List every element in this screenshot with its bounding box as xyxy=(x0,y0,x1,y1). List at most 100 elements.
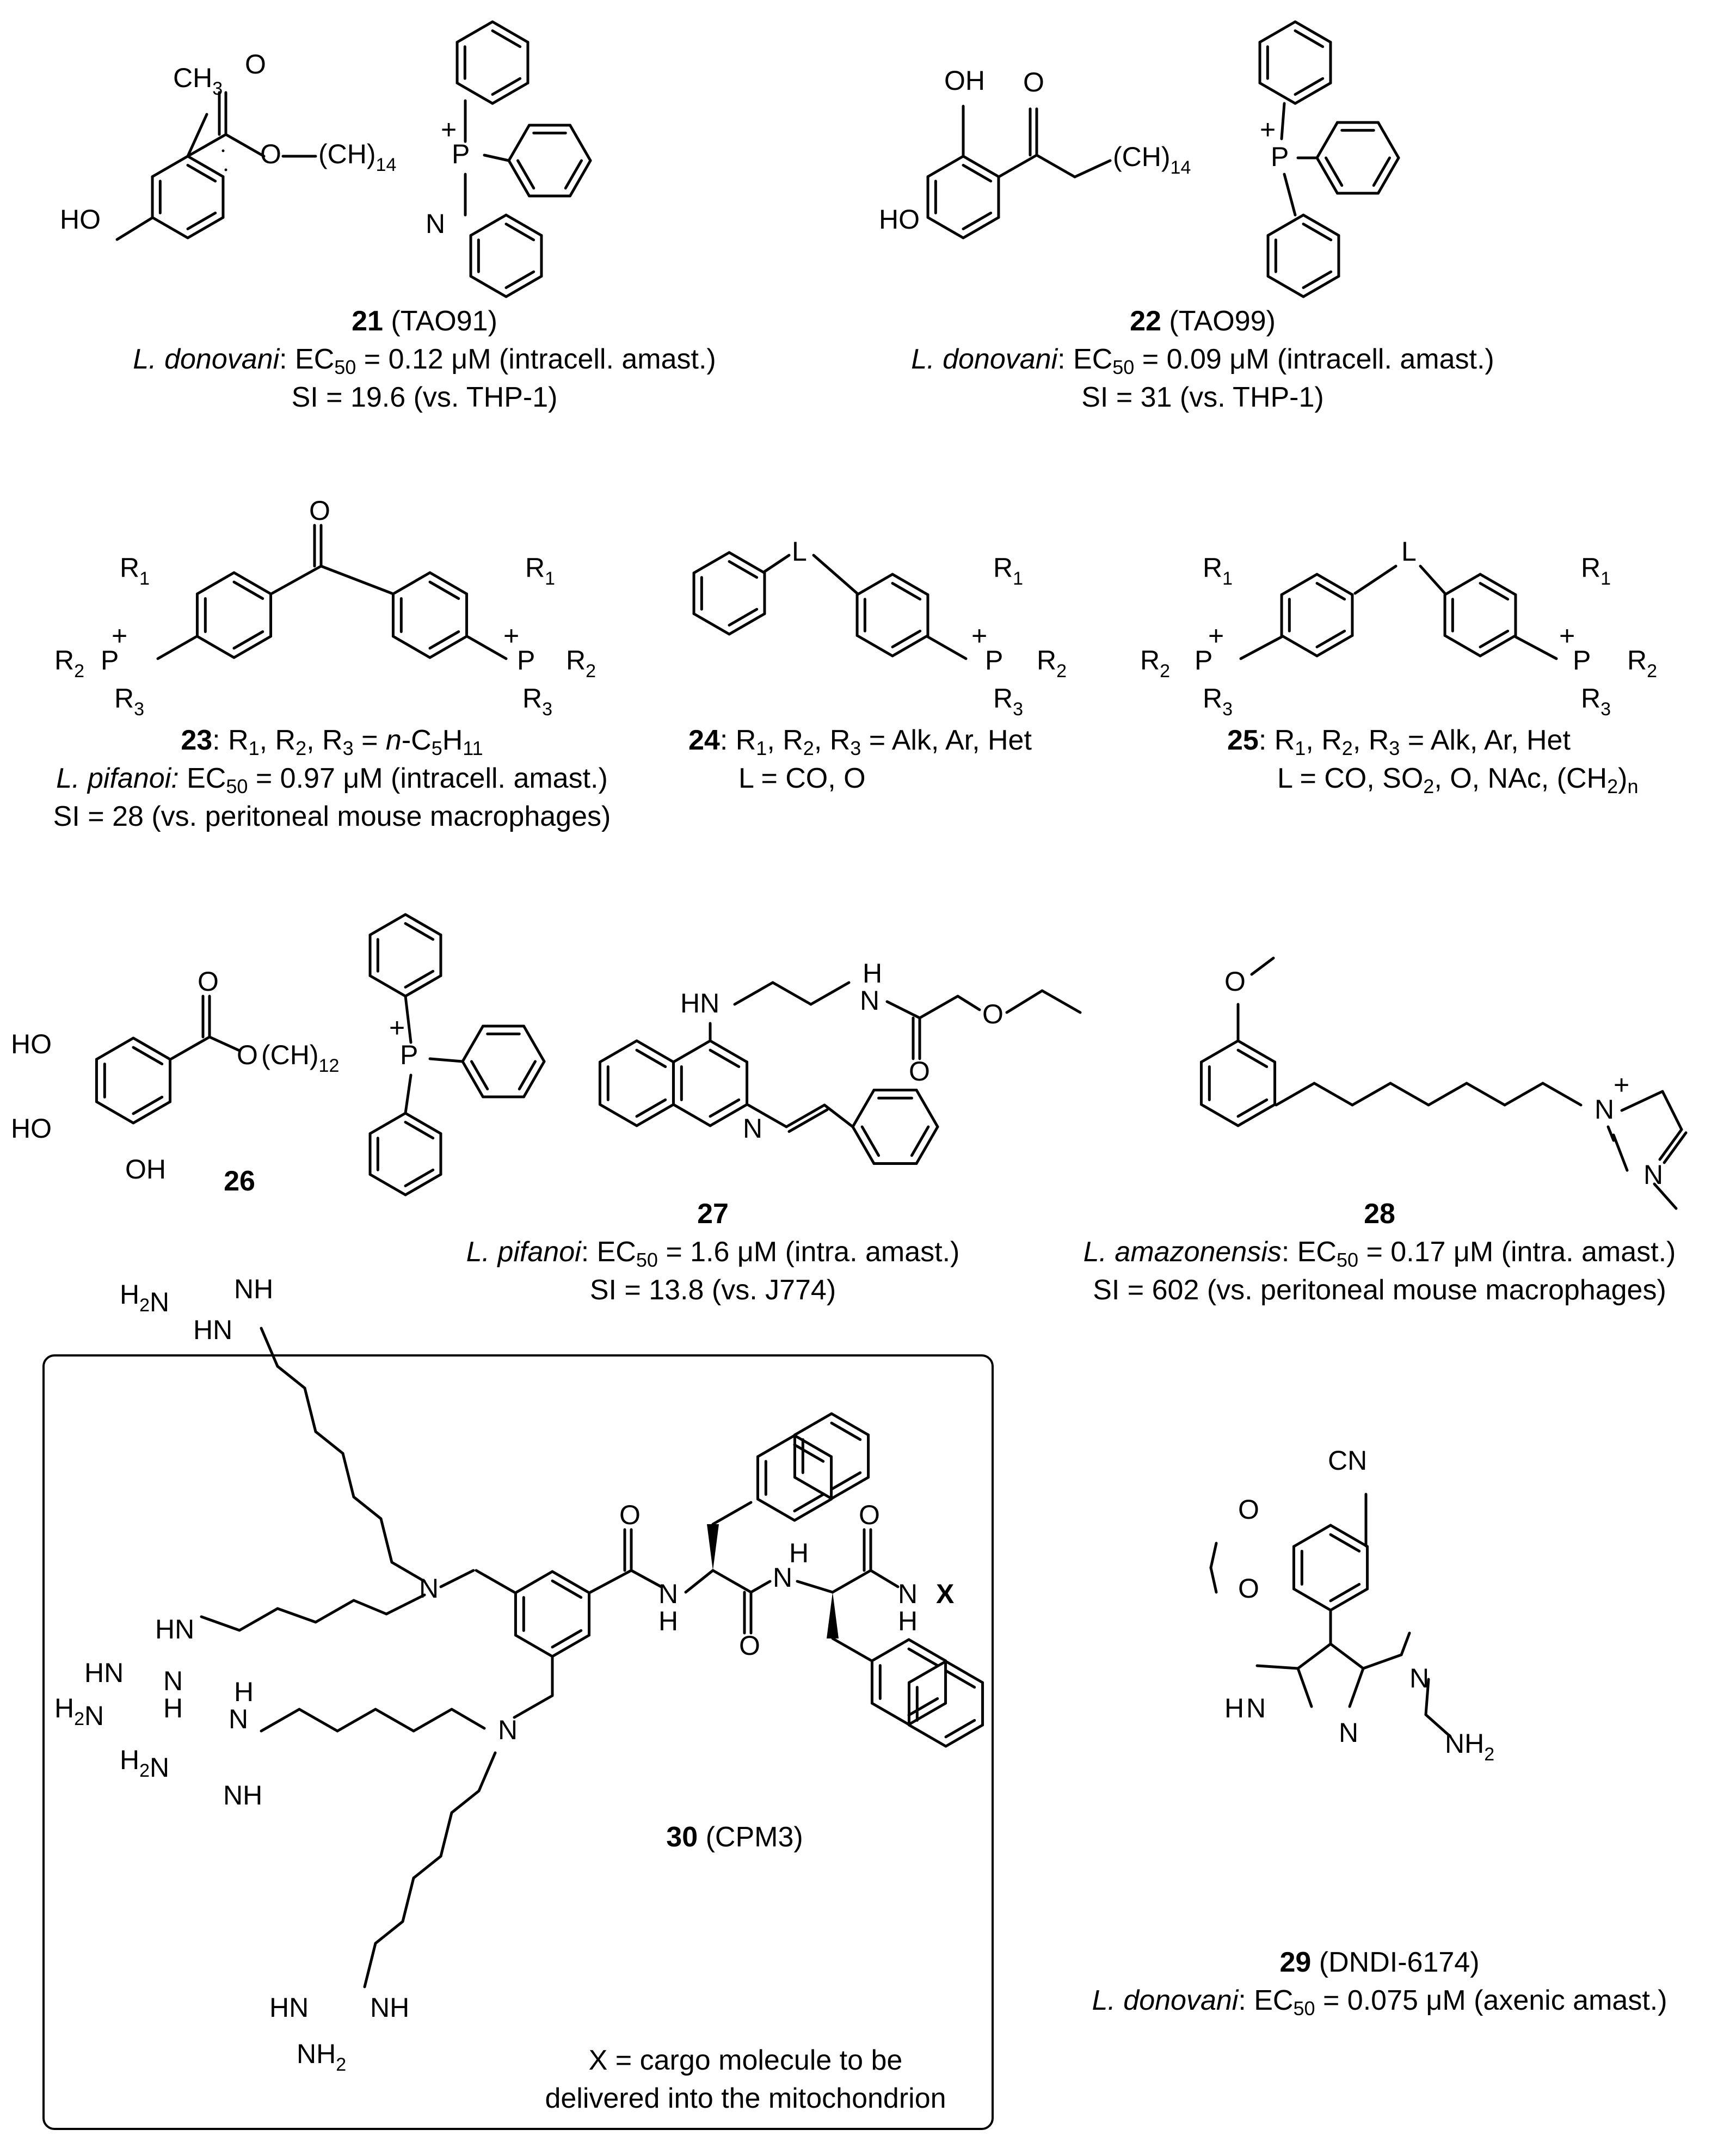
naphthyl-ring xyxy=(944,1723,984,1748)
phenyl-ring xyxy=(404,974,442,998)
bond xyxy=(1255,1664,1300,1670)
ester-oxygen-label: O xyxy=(260,139,281,169)
hexyl-chain-bond xyxy=(374,1920,404,1945)
guanidine-label: H2N xyxy=(54,1693,104,1731)
aryl-ring xyxy=(232,635,273,659)
phenyl-ring xyxy=(455,20,494,44)
hexyl-chain-bond xyxy=(276,1607,317,1624)
cargo-note-line2: delivered into the mitochondrion xyxy=(545,2083,946,2114)
phenyl-ring xyxy=(368,913,407,936)
pyridyl-ring xyxy=(469,275,508,298)
hexyl-chain-bond xyxy=(276,1365,306,1390)
quinoline-ring xyxy=(672,1039,712,1064)
amide-n-label: N xyxy=(773,1562,792,1593)
bond xyxy=(170,1035,211,1060)
caption-24: 24: R1, R2, R3 = Alk, Ar, Het L = CO, O xyxy=(688,721,1032,797)
quinoline-ring xyxy=(709,1048,741,1069)
caption-29-title: 29 (DNDI-6174) xyxy=(1279,1947,1480,1978)
r1-label: R1 xyxy=(993,553,1023,589)
phosphonium-label: P xyxy=(400,1040,418,1070)
bond xyxy=(1419,564,1446,595)
quinoline-ring xyxy=(598,1039,638,1064)
hexyl-chain-bond xyxy=(390,1561,426,1583)
charge-label: + xyxy=(441,114,457,145)
naphthyl-ring xyxy=(793,1493,825,1513)
benzodioxole-ring xyxy=(1292,1587,1332,1612)
phenyl-ring xyxy=(455,82,494,105)
aryl-ring xyxy=(891,629,922,648)
phenyl-ring xyxy=(569,159,592,198)
phenyl-ring xyxy=(522,1060,546,1098)
phosphonium-label: P xyxy=(1573,645,1591,676)
carbonyl-oxygen-label: O xyxy=(859,1500,880,1530)
phenyl-ring xyxy=(1258,20,1297,44)
caption-22-title: 22 (TAO99) xyxy=(1130,305,1276,337)
phenyl-ring xyxy=(368,1112,407,1135)
phenyl-ring xyxy=(507,159,531,198)
bond xyxy=(926,635,968,660)
bond xyxy=(1620,1090,1664,1112)
octyl-chain-bond xyxy=(1541,1082,1583,1107)
bond xyxy=(1209,1566,1218,1594)
bond xyxy=(1348,1667,1365,1708)
anisole-ring xyxy=(1236,1048,1269,1069)
hexyl-chain-bond xyxy=(341,1452,355,1499)
naphthyl-ring xyxy=(756,1434,796,1458)
guanidine-label: NH2 xyxy=(297,2039,346,2075)
phenyl-ring xyxy=(1294,29,1325,48)
charge-label: + xyxy=(1260,114,1276,145)
hydroxyl-label: HO xyxy=(60,204,101,235)
phenyl-ring xyxy=(368,1173,407,1196)
caption-29: 29 (DNDI-6174) L. donovani: EC50 = 0.075… xyxy=(1034,1943,1725,2020)
caption-28-activity: L. amazonensis: EC50 = 0.17 μM (intra. a… xyxy=(1083,1236,1676,1271)
hydroxyl-label: HO xyxy=(11,1029,52,1059)
r2-label: R2 xyxy=(566,645,596,682)
hexyl-chain-bond xyxy=(336,1708,377,1733)
hexyl-chain-bond xyxy=(385,1593,426,1616)
guanidine-label: HN xyxy=(269,1992,309,2023)
phenyl-ring xyxy=(728,612,766,636)
pyrimidine-n-label: N xyxy=(1409,1663,1429,1693)
bond xyxy=(186,113,208,158)
ketone-oxygen-label: O xyxy=(1023,67,1044,97)
phenyl-ring xyxy=(569,124,592,162)
phenyl-ring xyxy=(915,1088,939,1128)
imidazole-n-label: N xyxy=(1643,1159,1663,1190)
r3-label: R3 xyxy=(114,683,144,720)
guanidine-label: H xyxy=(163,1693,183,1723)
methyl-label: CH3 xyxy=(173,63,223,99)
carbonyl-oxygen-label: O xyxy=(619,1500,641,1530)
benzoate-ring-21 xyxy=(151,216,189,240)
caption-25-r: 25: R1, R2, R3 = Alk, Ar, Het xyxy=(1227,725,1571,759)
pyridyl-ring xyxy=(469,213,508,237)
octyl-chain-bond xyxy=(1389,1082,1430,1107)
h-label: H xyxy=(1224,1693,1244,1723)
aryl-ring xyxy=(1479,629,1510,648)
aryl-ring xyxy=(391,571,432,596)
bond xyxy=(1041,989,1082,1014)
bond xyxy=(1209,1542,1218,1569)
caption-25: 25: R1, R2, R3 = Alk, Ar, Het L = CO, SO… xyxy=(1227,721,1639,797)
caption-26: 26 xyxy=(185,1162,294,1200)
bond xyxy=(831,1569,872,1594)
cpm3-frame xyxy=(42,1354,994,2130)
naphthyl-ring xyxy=(870,1638,910,1662)
r1-label: R1 xyxy=(120,553,150,589)
aryl-ring xyxy=(1479,634,1517,658)
r3-label: R3 xyxy=(993,683,1023,720)
bond xyxy=(763,554,791,573)
naphthyl-ring xyxy=(793,1476,833,1500)
quinoline-n-label: N xyxy=(743,1113,762,1144)
hexyl-chain-bond xyxy=(260,1327,279,1368)
phenyl-ring xyxy=(516,159,535,190)
phenyl-ring xyxy=(1294,77,1325,96)
central-aryl-ring xyxy=(551,1634,591,1658)
central-aryl-ring xyxy=(551,1579,583,1599)
amino-label: NH2 xyxy=(1445,1728,1494,1765)
hexyl-chain-bond xyxy=(412,1708,453,1733)
aryl-ring xyxy=(195,635,236,659)
naphthyl-ring xyxy=(830,1471,862,1491)
aryl-ring xyxy=(855,573,894,596)
bond xyxy=(1035,154,1076,179)
